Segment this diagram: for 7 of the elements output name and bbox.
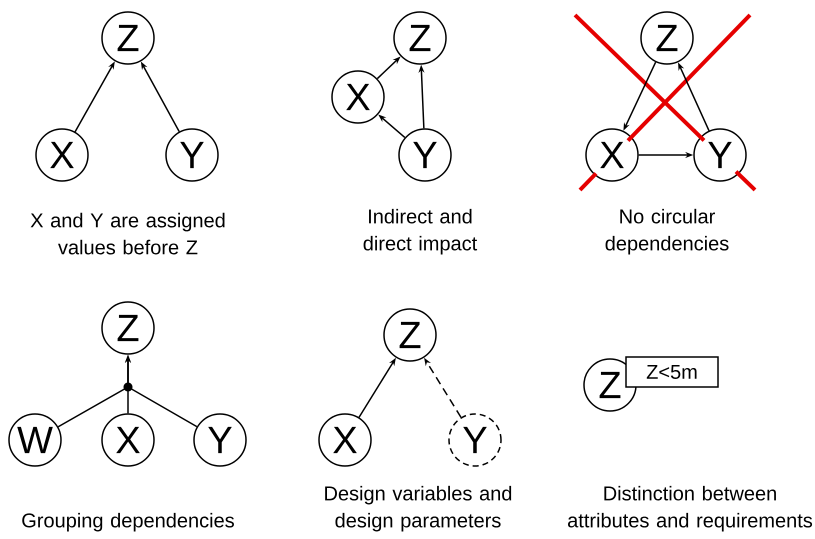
caption: No circular dependencies (606, 208, 729, 254)
caption: Design variables and design parameters (325, 486, 512, 532)
caption: Indirect and direct impact (364, 208, 478, 254)
requirement-box: Z<5m (625, 356, 719, 388)
caption: Grouping dependencies (22, 512, 234, 532)
caption: Distinction between attributes and requirements (568, 486, 812, 532)
caption: X and Y are assigned values before Z (30, 212, 225, 254)
